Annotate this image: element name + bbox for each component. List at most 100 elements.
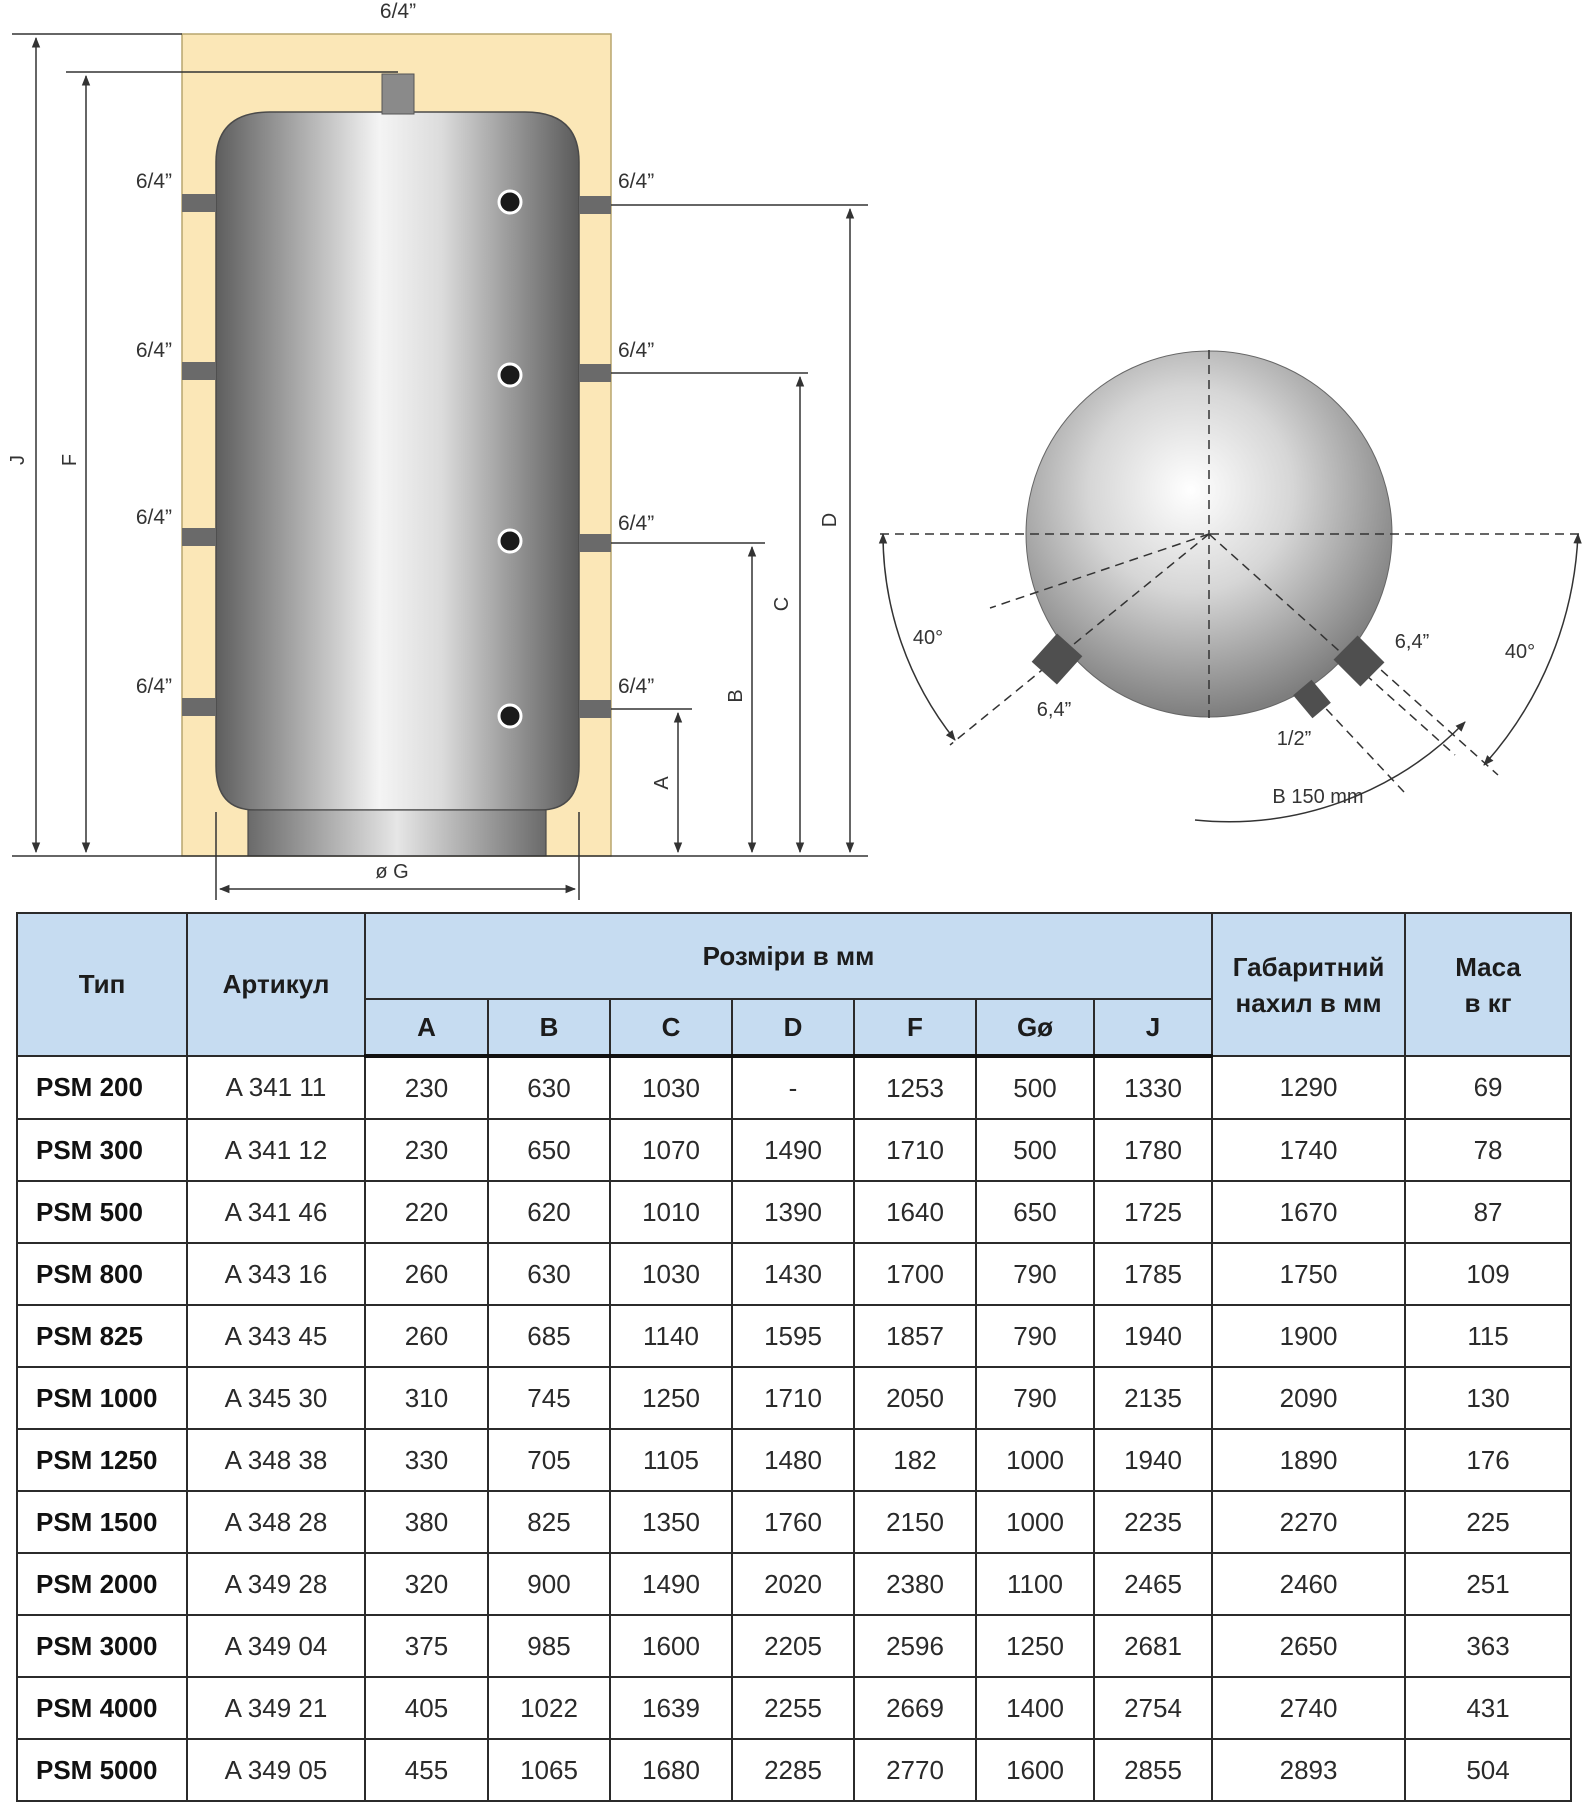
cell-b: 650 — [487, 1118, 611, 1182]
dim-label-f: F — [59, 454, 81, 466]
col-header-d: D — [731, 998, 855, 1058]
top-connection — [381, 73, 415, 115]
cell-a: 405 — [364, 1676, 489, 1740]
cell-c: 1070 — [609, 1118, 733, 1182]
cell-f: 2596 — [853, 1614, 977, 1678]
tank-base — [247, 809, 547, 857]
cell-a: 380 — [364, 1490, 489, 1554]
dim-label-d: D — [819, 513, 841, 527]
cell-f: 2770 — [853, 1738, 977, 1802]
cell-mass: 109 — [1404, 1242, 1573, 1306]
col-header-type: Тип — [16, 912, 188, 1057]
cell-mass: 69 — [1404, 1055, 1573, 1120]
cell-tilt: 2270 — [1211, 1490, 1407, 1554]
cell-type: PSM 200 — [16, 1055, 188, 1120]
cell-j: 1725 — [1092, 1180, 1214, 1244]
connection-right-label: 6,4” — [1395, 631, 1429, 653]
cell-type: PSM 800 — [16, 1242, 188, 1306]
cell-b: 1065 — [487, 1738, 611, 1802]
cell-f: 1640 — [853, 1180, 977, 1244]
cell-d: 1480 — [731, 1428, 855, 1492]
dimension-lines-right — [611, 204, 868, 854]
cell-j: 1940 — [1092, 1428, 1214, 1492]
distance-label: B 150 mm — [1272, 786, 1363, 808]
cell-j: 2235 — [1092, 1490, 1214, 1554]
cell-g: 650 — [975, 1180, 1095, 1244]
cell-f: 2669 — [853, 1676, 977, 1740]
cell-f: 1710 — [853, 1118, 977, 1182]
col-header-dimensions: Розміри в мм — [363, 912, 1214, 1000]
cell-type: PSM 1000 — [16, 1366, 188, 1430]
cell-c: 1105 — [609, 1428, 733, 1492]
cell-c: 1030 — [609, 1242, 733, 1306]
cell-g: 1250 — [975, 1614, 1095, 1678]
dim-label-b: B — [725, 689, 747, 702]
cell-tilt: 2090 — [1211, 1366, 1407, 1430]
top-view: 40° 40° 6,4” 6,4” 1/2” B 150 mm — [878, 350, 1582, 823]
cell-c: 1680 — [609, 1738, 733, 1802]
col-header-tilt-line1: Габаритний — [1232, 951, 1385, 982]
cell-article: A 349 21 — [186, 1676, 366, 1740]
right-thread-label: 6/4” — [618, 339, 654, 362]
cell-f: 1857 — [853, 1304, 977, 1368]
cell-type: PSM 1250 — [16, 1428, 188, 1492]
cell-mass: 176 — [1404, 1428, 1573, 1492]
cell-j: 1940 — [1092, 1304, 1214, 1368]
right-thread-label: 6/4” — [618, 675, 654, 698]
cell-g: 1000 — [975, 1428, 1095, 1492]
cell-article: A 349 04 — [186, 1614, 366, 1678]
right-thread-labels: 6/4” 6/4” 6/4” 6/4” — [618, 170, 654, 698]
cell-d: - — [731, 1055, 855, 1120]
cell-b: 745 — [487, 1366, 611, 1430]
cell-f: 2050 — [853, 1366, 977, 1430]
cell-tilt: 2460 — [1211, 1552, 1407, 1616]
cell-d: 1490 — [731, 1118, 855, 1182]
cell-type: PSM 2000 — [16, 1552, 188, 1616]
diameter-dimension — [215, 812, 580, 900]
cell-b: 825 — [487, 1490, 611, 1554]
cell-a: 230 — [364, 1118, 489, 1182]
col-header-tilt-line2: нахил в мм — [1235, 987, 1382, 1018]
cell-article: A 349 05 — [186, 1738, 366, 1802]
cell-g: 790 — [975, 1242, 1095, 1306]
cell-c: 1250 — [609, 1366, 733, 1430]
cell-b: 1022 — [487, 1676, 611, 1740]
right-thread-label: 6/4” — [618, 512, 654, 535]
col-header-article: Артикул — [186, 912, 366, 1057]
col-header-tilt: Габаритний нахил в мм — [1211, 912, 1407, 1057]
cell-b: 630 — [487, 1242, 611, 1306]
cell-j: 1780 — [1092, 1118, 1214, 1182]
cell-j: 2135 — [1092, 1366, 1214, 1430]
cell-a: 230 — [364, 1055, 489, 1120]
cell-type: PSM 4000 — [16, 1676, 188, 1740]
right-thread-label: 6/4” — [618, 170, 654, 193]
dim-label-g: ø G — [375, 861, 408, 883]
cell-c: 1600 — [609, 1614, 733, 1678]
connection-left-top-view — [1031, 633, 1083, 685]
dim-label-j: J — [7, 455, 29, 465]
cell-a: 375 — [364, 1614, 489, 1678]
col-header-mass: Маса в кг — [1404, 912, 1573, 1057]
cell-mass: 87 — [1404, 1180, 1573, 1244]
cell-tilt: 1900 — [1211, 1304, 1407, 1368]
cell-g: 1100 — [975, 1552, 1095, 1616]
cell-d: 1430 — [731, 1242, 855, 1306]
angle-left-label: 40° — [913, 627, 943, 649]
col-header-mass-line2: в кг — [1464, 987, 1512, 1018]
cell-type: PSM 300 — [16, 1118, 188, 1182]
angle-right-label: 40° — [1505, 641, 1535, 663]
cell-article: A 343 45 — [186, 1304, 366, 1368]
cell-a: 260 — [364, 1242, 489, 1306]
col-header-c: C — [609, 998, 733, 1058]
cell-c: 1350 — [609, 1490, 733, 1554]
cell-g: 1000 — [975, 1490, 1095, 1554]
col-header-b: B — [487, 998, 611, 1058]
